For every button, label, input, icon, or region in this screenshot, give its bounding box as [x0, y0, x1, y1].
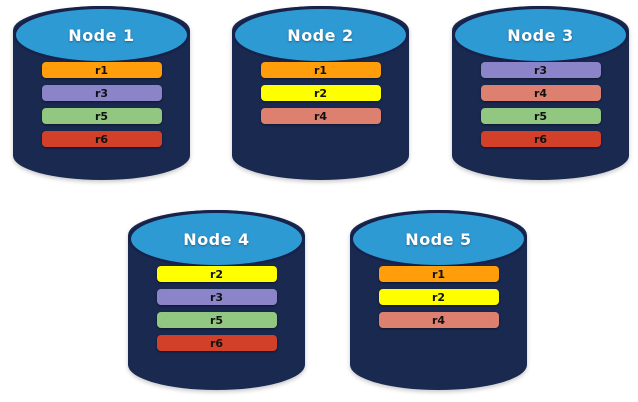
replica-bar[interactable]: r4: [378, 312, 499, 328]
replica-bar[interactable]: r2: [378, 289, 499, 305]
cylinder-top-lid: Node 5: [350, 210, 527, 268]
database-node-cylinder[interactable]: Node 3 r3 r4 r5 r6: [452, 6, 629, 180]
database-node-cylinder[interactable]: Node 2 r1 r2 r4: [232, 6, 409, 180]
replica-list: r1 r3 r5 r6: [13, 62, 190, 147]
database-node-cylinder[interactable]: Node 1 r1 r3 r5 r6: [13, 6, 190, 180]
replica-list: r1 r2 r4: [350, 266, 527, 328]
replica-list: r2 r3 r5 r6: [128, 266, 305, 351]
cylinder-top-lid: Node 4: [128, 210, 305, 268]
node-label: Node 4: [183, 229, 250, 249]
replica-bar[interactable]: r5: [41, 108, 162, 124]
database-node-cylinder[interactable]: Node 4 r2 r3 r5 r6: [128, 210, 305, 390]
replica-bar[interactable]: r4: [480, 85, 601, 101]
replica-list: r3 r4 r5 r6: [452, 62, 629, 147]
cylinder-top-lid: Node 2: [232, 6, 409, 64]
cylinder-top-lid: Node 1: [13, 6, 190, 64]
replica-list: r1 r2 r4: [232, 62, 409, 124]
replica-bar[interactable]: r1: [378, 266, 499, 282]
replica-bar[interactable]: r4: [260, 108, 381, 124]
node-label: Node 1: [68, 25, 135, 45]
replica-bar[interactable]: r5: [480, 108, 601, 124]
replica-bar[interactable]: r1: [41, 62, 162, 78]
replica-bar[interactable]: r1: [260, 62, 381, 78]
replica-bar[interactable]: r2: [260, 85, 381, 101]
replica-bar[interactable]: r3: [156, 289, 277, 305]
replica-bar[interactable]: r6: [156, 335, 277, 351]
node-label: Node 2: [287, 25, 354, 45]
cylinder-top-lid: Node 3: [452, 6, 629, 64]
replica-bar[interactable]: r6: [480, 131, 601, 147]
node-label: Node 5: [405, 229, 472, 249]
replica-bar[interactable]: r3: [41, 85, 162, 101]
replica-bar[interactable]: r6: [41, 131, 162, 147]
replica-bar[interactable]: r2: [156, 266, 277, 282]
database-node-cylinder[interactable]: Node 5 r1 r2 r4: [350, 210, 527, 390]
node-label: Node 3: [507, 25, 574, 45]
replica-bar[interactable]: r5: [156, 312, 277, 328]
replica-bar[interactable]: r3: [480, 62, 601, 78]
